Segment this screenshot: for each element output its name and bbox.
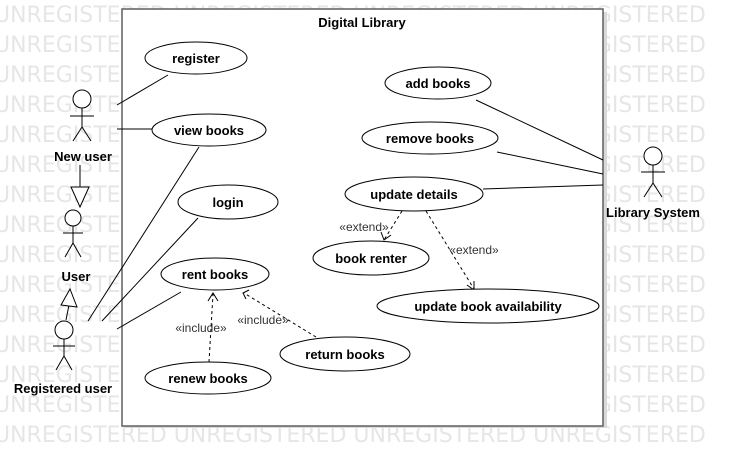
actor-user[interactable]: User bbox=[62, 209, 91, 284]
use-case-renew-books[interactable]: renew books bbox=[144, 361, 272, 395]
actor-user-label: User bbox=[62, 269, 91, 284]
use-case-register-label: register bbox=[172, 51, 220, 66]
actor-new-user[interactable]: New user bbox=[54, 89, 112, 164]
use-case-view-books-label: view books bbox=[174, 123, 244, 138]
include-renew-rent-arrow bbox=[207, 292, 219, 302]
assoc-system-updatedetails bbox=[482, 184, 604, 190]
include-return-rent bbox=[243, 292, 317, 338]
use-case-add-books[interactable]: add books bbox=[384, 66, 492, 100]
use-case-register[interactable]: register bbox=[144, 41, 248, 75]
stick-figure-icon bbox=[53, 320, 75, 371]
use-case-remove-books-label: remove books bbox=[386, 131, 474, 146]
generalization-registered-user-arrow bbox=[60, 287, 78, 308]
use-case-view-books[interactable]: view books bbox=[151, 113, 267, 147]
stick-figure-icon bbox=[70, 89, 94, 142]
actor-new-user-label: New user bbox=[54, 149, 112, 164]
include-label-renew: «include» bbox=[175, 321, 227, 335]
use-case-update-details[interactable]: update details bbox=[344, 176, 484, 212]
use-case-update-book-availability[interactable]: update book availability bbox=[376, 288, 600, 324]
include-label-return: «include» bbox=[237, 313, 289, 327]
assoc-newuser-register bbox=[116, 74, 169, 106]
use-case-book-renter-label: book renter bbox=[335, 251, 407, 266]
use-case-update-book-availability-label: update book availability bbox=[414, 299, 562, 314]
extend-renter-arrow bbox=[380, 231, 392, 241]
generalization-registered-user-line bbox=[65, 304, 70, 321]
actor-registered-user-label: Registered user bbox=[14, 381, 112, 396]
use-case-login-label: login bbox=[212, 195, 243, 210]
include-return-rent-arrow bbox=[242, 289, 250, 300]
use-case-renew-books-label: renew books bbox=[168, 371, 247, 386]
extend-label-availability: «extend» bbox=[449, 243, 499, 257]
assoc-registered-login bbox=[101, 217, 199, 322]
assoc-system-removebooks bbox=[496, 151, 604, 175]
use-case-login[interactable]: login bbox=[177, 184, 279, 220]
use-case-return-books[interactable]: return books bbox=[279, 336, 411, 372]
use-case-update-details-label: update details bbox=[370, 187, 457, 202]
assoc-system-addbooks bbox=[475, 99, 604, 161]
stick-figure-icon bbox=[63, 209, 83, 258]
include-renew-rent bbox=[208, 293, 214, 363]
use-case-rent-books[interactable]: rent books bbox=[160, 257, 270, 291]
extend-label-renter: «extend» bbox=[339, 220, 389, 234]
stick-figure-icon bbox=[641, 146, 665, 198]
use-case-return-books-label: return books bbox=[305, 347, 384, 362]
use-case-rent-books-label: rent books bbox=[182, 267, 248, 282]
assoc-registered-viewbooks bbox=[87, 146, 200, 322]
assoc-registered-rentbooks bbox=[116, 291, 182, 330]
use-case-add-books-label: add books bbox=[405, 76, 470, 91]
actor-library-system[interactable]: Library System bbox=[606, 146, 700, 220]
system-title: Digital Library bbox=[318, 15, 406, 30]
use-case-book-renter[interactable]: book renter bbox=[312, 240, 430, 276]
generalization-newuser-user-arrow bbox=[70, 186, 90, 209]
actor-library-system-label: Library System bbox=[606, 205, 700, 220]
actor-registered-user[interactable]: Registered user bbox=[14, 320, 112, 396]
use-case-remove-books[interactable]: remove books bbox=[361, 121, 499, 155]
